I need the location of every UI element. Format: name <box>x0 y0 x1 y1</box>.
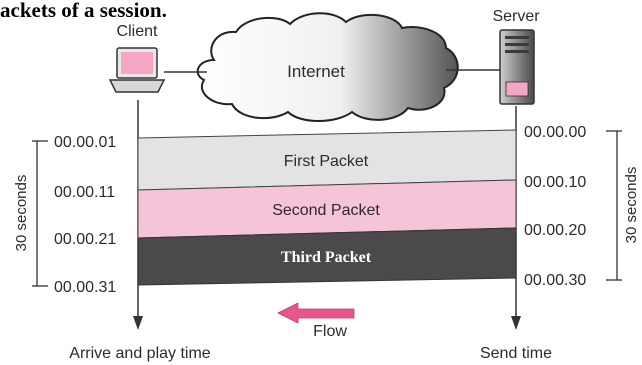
receiver-time-2: 00.00.11 <box>54 184 115 201</box>
receiver-time-1: 00.00.01 <box>54 134 116 151</box>
sender-time-1: 00.00.00 <box>524 124 586 141</box>
sender-time-4: 00.00.30 <box>524 272 586 289</box>
packet-label-second: Second Packet <box>272 202 380 219</box>
sender-timeline-arrowhead <box>511 316 521 330</box>
packet-band-third <box>137 227 517 286</box>
sender-time-2: 00.00.10 <box>524 174 586 191</box>
internet-cloud-icon <box>196 12 459 122</box>
receiver-time-4: 00.00.31 <box>54 279 116 296</box>
receiver-timeline-arrowhead <box>133 316 143 330</box>
packet-label-third: Third Packet <box>281 249 372 266</box>
packet-label-first: First Packet <box>284 153 369 170</box>
server-label: Server <box>492 8 540 25</box>
left-duration-label: 30 seconds <box>13 175 30 252</box>
laptop-icon <box>108 47 166 93</box>
right-duration-label: 30 seconds <box>623 167 640 244</box>
sender-bottom-label: Send time <box>480 345 552 362</box>
receiver-time-3: 00.00.21 <box>54 231 116 248</box>
flow-arrow-icon <box>277 302 355 324</box>
flow-label: Flow <box>313 323 347 340</box>
caption-fragment: ackets of a session. <box>0 0 167 22</box>
receiver-bottom-label: Arrive and play time <box>69 345 210 362</box>
internet-label: Internet <box>287 62 345 81</box>
client-label: Client <box>117 23 158 40</box>
server-icon <box>499 29 535 105</box>
sender-time-3: 00.00.20 <box>524 222 586 239</box>
